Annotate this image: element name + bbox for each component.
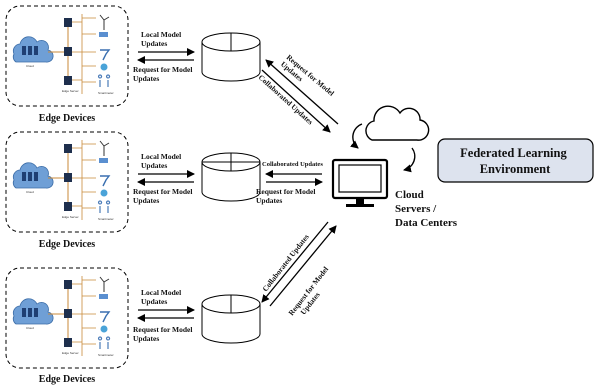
collaborated-updates-label: Collaborated Updates [257,73,315,127]
collaborated-updates-label: Collaborated Updates [262,161,323,168]
cloud-icon [12,298,54,325]
mini-end-label: Smartmeter [98,353,114,357]
collaborated-updates-label: Collaborated Updates [260,232,310,293]
collaborated-arrow [261,221,329,303]
request-for-model-updates-label: Request for Model Updates [133,65,194,83]
person-icon [98,200,111,213]
edge-cluster-3: Cloud Edge Server Smartmeter Edge Device… [5,267,129,385]
sensor-icon [100,63,108,71]
collaborated-arrow [261,69,331,133]
db-server-link-3: Collaborated Updates Request for Model U… [260,221,338,322]
edge-db-link-2: Local Model Updates Request for Model Up… [133,152,195,205]
mini-edge-server-label: Edge Server [62,351,79,355]
sync-arrow-left [350,123,363,149]
camera-icon [99,32,108,37]
wind-turbine-icon [99,140,110,156]
iot-device-icons [98,140,111,213]
local-model-updates-label: Local Model Updates [141,30,183,48]
camera-icon [99,294,108,299]
wind-turbine-icon [99,14,110,30]
edge-devices-caption: Edge Devices [39,113,95,124]
edge-db-link-3: Local Model Updates Request for Model Up… [133,288,195,343]
mini-edge-server-label: Edge Server [62,89,79,93]
camera-icon [99,158,108,163]
mini-end-label: Smartmeter [98,91,114,95]
mini-cloud-label: Cloud [26,64,34,68]
local-model-updates-label: Local Model Updates [141,152,183,170]
sync-arrow-right [403,147,416,173]
request-for-model-updates-label: Request for Model Updates [133,187,194,205]
robot-arm-icon [100,49,111,61]
person-icon [98,336,111,349]
request-for-model-updates-label: Request for Model Updates [133,325,194,343]
request-for-model-updates-label: Request for Model Updates [256,187,317,205]
db-server-link-2: Collaborated Updates Request for Model U… [256,161,323,205]
mini-end-label: Smartmeter [98,217,114,221]
edge-server-icon [62,144,72,211]
edge-cluster-1: Cloud Edge Server Smartmeter Edge Device… [5,5,129,124]
request-arrow [269,225,337,307]
db-server-link-1: Request for Model Updates Collaborated U… [257,53,339,133]
mini-network: Cloud Edge Server Smartmeter [12,140,114,221]
aggregator-database-2 [201,152,261,202]
local-model-updates-label: Local Model Updates [141,288,183,306]
edge-server-icon [62,18,72,85]
mini-network: Cloud Edge Server Smartmeter [12,14,114,95]
federated-learning-environment-box: Federated Learning Environment [437,138,594,183]
mini-edge-server-label: Edge Server [62,215,79,219]
mini-network: Cloud Edge Server Smartmeter [12,276,114,357]
mini-cloud-label: Cloud [26,326,34,330]
edge-cluster-2: Cloud Edge Server Smartmeter Edge Device… [5,131,129,250]
person-icon [98,74,111,87]
wind-turbine-icon [99,276,110,292]
robot-arm-icon [100,311,111,323]
fl-environment-label: Federated Learning Environment [460,146,570,176]
request-for-model-updates-label: Request for Model Updates [286,263,338,322]
fl-box-rect [437,138,594,183]
aggregator-database-3 [201,294,261,344]
robot-arm-icon [100,175,111,187]
cloud-servers-label: Cloud Servers / Data Centers [395,189,458,229]
cloud-icon [12,36,54,63]
cloud-servers: Cloud Servers / Data Centers [331,105,458,229]
sensor-icon [100,189,108,197]
request-arrow [265,59,339,125]
edge-server-icon [62,280,72,347]
edge-devices-caption: Edge Devices [39,374,95,385]
mini-cloud-label: Cloud [26,190,34,194]
edge-devices-caption: Edge Devices [39,239,95,250]
cloud-icon [365,105,430,141]
sensor-icon [100,325,108,333]
iot-device-icons [98,276,111,349]
edge-db-link-1: Local Model Updates Request for Model Up… [133,30,195,83]
monitor-icon [331,158,389,207]
iot-device-icons [98,14,111,87]
cloud-icon [12,162,54,189]
aggregator-database-1 [201,32,261,82]
